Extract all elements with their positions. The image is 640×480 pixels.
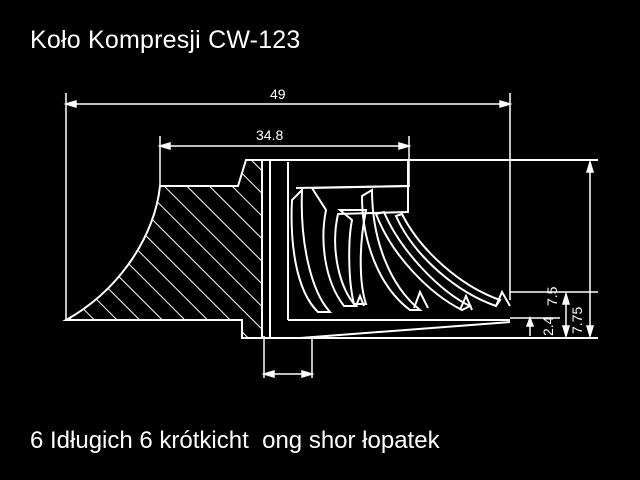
blades <box>290 160 511 313</box>
dimension-label-49: 49 <box>270 86 286 102</box>
wheel-outline <box>261 159 598 339</box>
dimension-bore <box>261 336 315 379</box>
diagram-title: Koło Kompresji CW-123 <box>30 26 301 54</box>
dimension-label-7-75: 7.75 <box>569 307 585 334</box>
hub-cross-section <box>62 159 263 339</box>
dimension-label-7-5: 7.5 <box>544 286 560 306</box>
blade-description: 6 Idługich 6 krótkicht ong shor łopatek <box>30 427 440 454</box>
dimension-heights <box>510 159 598 339</box>
dimension-label-34-8: 34.8 <box>256 127 283 143</box>
dimension-overall-diameter <box>63 93 513 320</box>
dimension-label-2-4: 2.4 <box>540 316 556 336</box>
